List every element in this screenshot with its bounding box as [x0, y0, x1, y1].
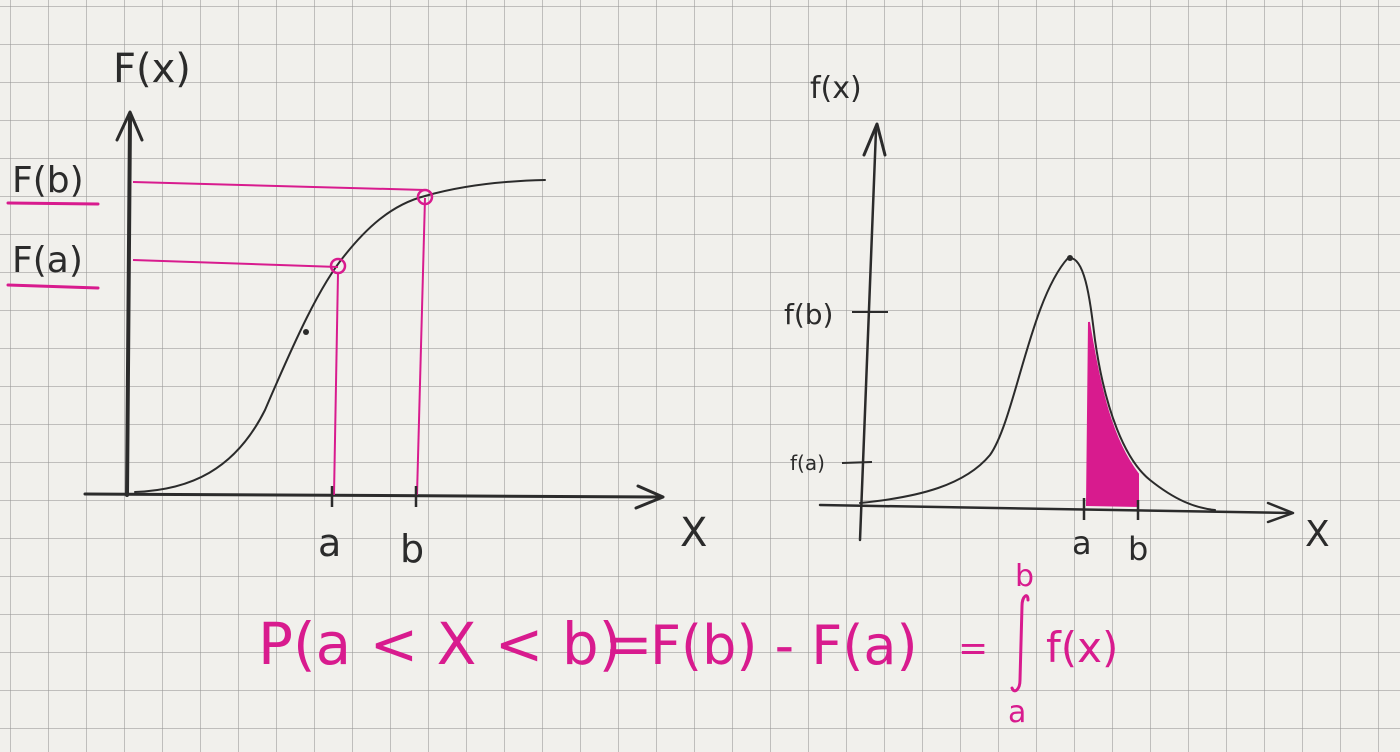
cdf-curve-dot: [303, 329, 309, 335]
integral-lower-limit: a: [1008, 695, 1026, 730]
probability-formula: P(a < X < b) = F(b) - F(a) = b a f(x): [258, 559, 1118, 730]
cdf-point-a: [329, 257, 347, 275]
cdf-curve: [134, 179, 546, 493]
cdf-a-vertical-line: [333, 272, 339, 496]
cdf-x-tick-label-a: a: [318, 521, 341, 565]
pdf-y-axis: [858, 128, 878, 542]
cdf-y-axis-label: F(x): [113, 46, 191, 92]
pdf-peak-dot: [1067, 255, 1073, 261]
pdf-x-axis-label: X: [1305, 514, 1330, 555]
cdf-fb-horizontal-line: [132, 181, 426, 191]
cdf-tick-label-fb: F(b): [12, 160, 84, 201]
integral-sign: [1010, 594, 1030, 693]
cdf-tick-label-fb-underline: [6, 201, 100, 206]
formula-middle: F(b) - F(a): [650, 614, 918, 677]
pdf-x-axis: [818, 503, 1292, 515]
formula-integrand: f(x): [1046, 623, 1118, 672]
cdf-y-axis: [125, 116, 132, 497]
formula-lhs: P(a < X < b): [258, 610, 621, 678]
cdf-plot: F(x) X F(b) F(a) a b: [6, 46, 707, 571]
cdf-point-b: [416, 188, 434, 206]
pdf-x-axis-arrow: [1266, 501, 1295, 524]
pdf-y-axis-label: f(x): [810, 71, 862, 106]
cdf-fa-horizontal-line: [132, 259, 339, 268]
pdf-tick-label-fb: f(b): [784, 298, 833, 331]
cdf-x-axis-label: X: [680, 510, 707, 556]
pdf-tick-label-fa: f(a): [790, 451, 825, 475]
pdf-tick-fa: [841, 461, 873, 464]
pdf-x-tick-label-b: b: [1128, 530, 1148, 568]
cdf-x-axis: [83, 492, 662, 499]
pdf-curve: [859, 256, 1216, 511]
cdf-tick-label-fa: F(a): [12, 240, 83, 281]
pdf-plot: f(x) X f(b) f(a) a b: [784, 71, 1330, 568]
formula-equals-2: =: [958, 628, 988, 669]
pdf-x-tick-label-a: a: [1072, 524, 1092, 562]
cdf-b-vertical-line: [416, 197, 426, 496]
cdf-y-axis-arrow: [115, 110, 144, 142]
integral-upper-limit: b: [1015, 559, 1034, 594]
formula-equals-1: =: [604, 610, 653, 678]
cdf-x-tick-label-b: b: [400, 527, 424, 571]
pdf-shaded-area: [1085, 321, 1139, 508]
cdf-x-axis-arrow: [634, 484, 665, 510]
pdf-y-axis-arrow: [862, 122, 887, 157]
cdf-tick-label-fa-underline: [6, 283, 100, 290]
